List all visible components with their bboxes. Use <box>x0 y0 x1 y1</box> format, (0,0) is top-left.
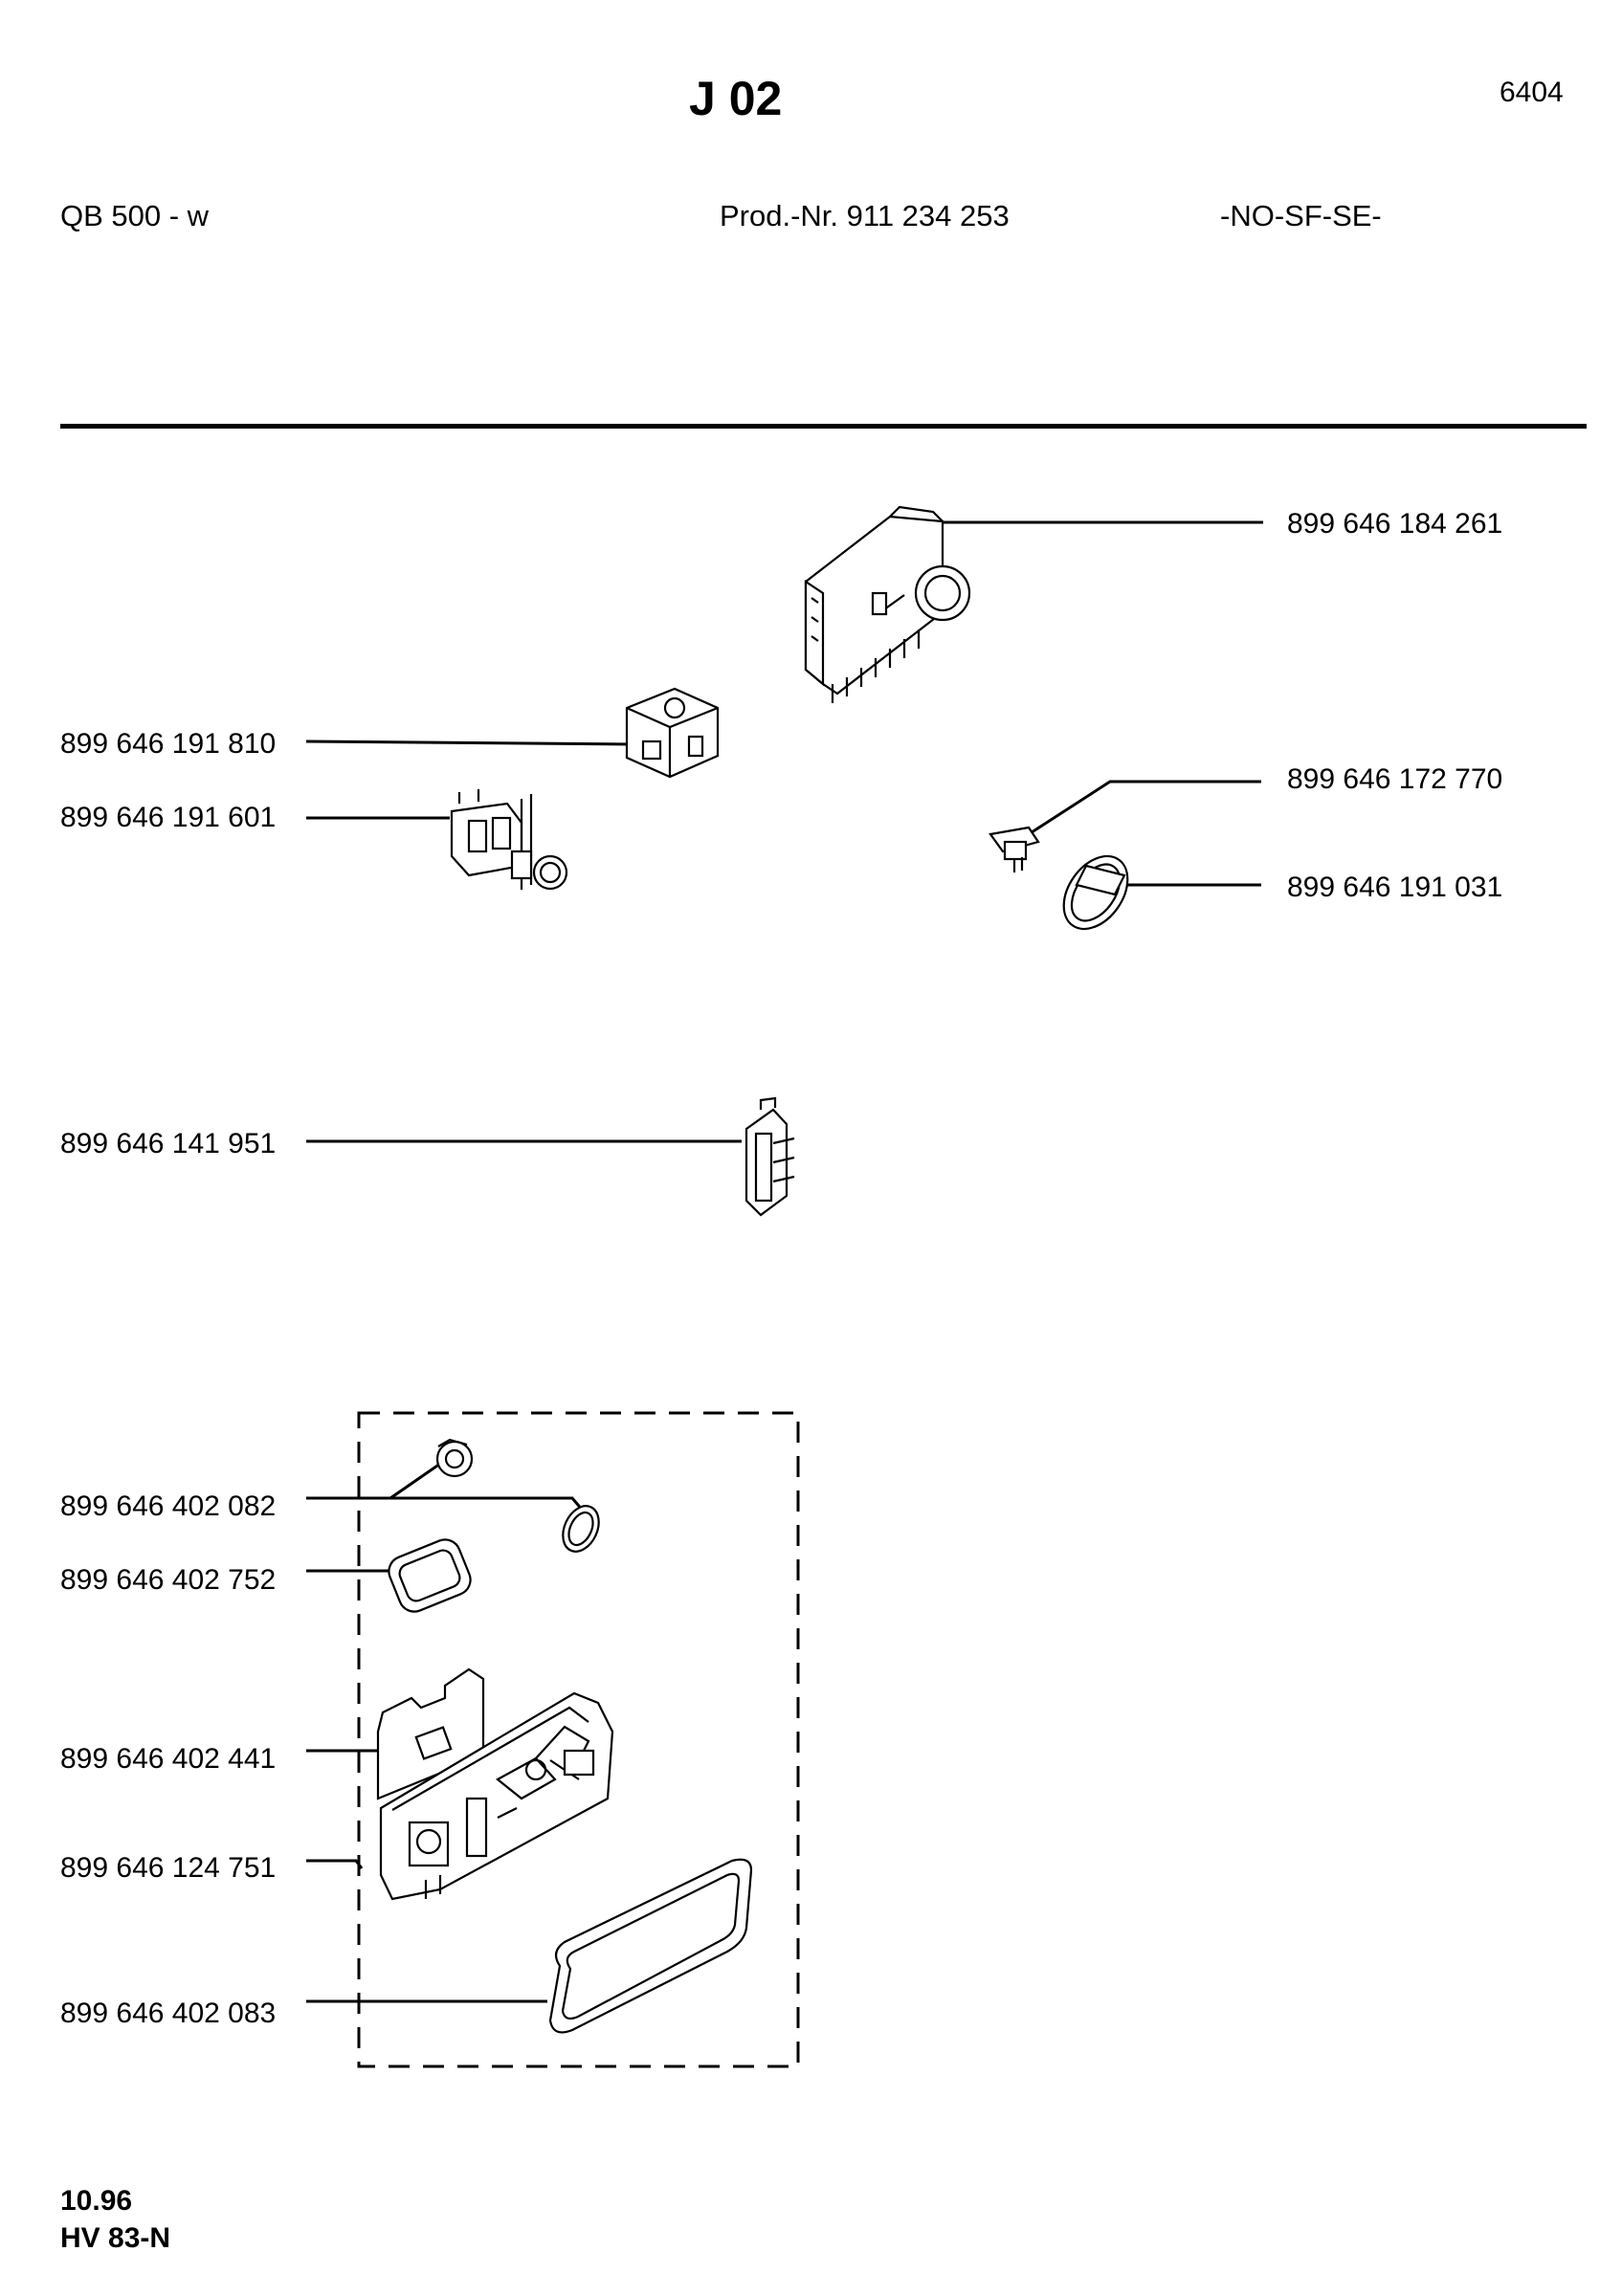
header-divider <box>60 424 1587 429</box>
door-switch-drawing <box>744 1096 795 1217</box>
selector-switch-drawing <box>625 687 720 779</box>
kit-boundary <box>357 1411 800 2068</box>
part-label-large-gasket: 899 646 402 083 <box>60 1998 277 2029</box>
part-label-dispenser-unit: 899 646 124 751 <box>60 1852 277 1884</box>
timer-drawing <box>804 505 971 703</box>
part-label-indicator-lamp: 899 646 172 770 <box>1287 763 1503 795</box>
part-label-small-gasket: 899 646 402 752 <box>60 1564 277 1596</box>
part-label-timer: 899 646 184 261 <box>1287 508 1503 540</box>
model-label: QB 500 - w <box>60 199 210 232</box>
cap-and-ring-drawing <box>435 1438 600 1553</box>
push-switch-drawing <box>450 789 568 891</box>
part-label-door-switch: 899 646 141 951 <box>60 1128 277 1159</box>
large-gasket-drawing <box>548 1858 753 2034</box>
part-label-selector-switch: 899 646 191 810 <box>60 728 277 760</box>
footer-code: HV 83-N <box>60 2222 171 2254</box>
indicator-lamp-drawing <box>989 826 1040 872</box>
part-label-dispenser-cover: 899 646 402 441 <box>60 1743 277 1775</box>
part-label-knob: 899 646 191 031 <box>1287 872 1503 903</box>
small-gasket-drawing <box>388 1538 472 1613</box>
region-code: -NO-SF-SE- <box>1220 199 1382 232</box>
part-label-cap-and-ring: 899 646 402 082 <box>60 1490 277 1522</box>
footer-date: 10.96 <box>60 2185 133 2217</box>
page-number: 6404 <box>1500 77 1564 108</box>
part-label-push-switch: 899 646 191 601 <box>60 802 277 833</box>
product-number: Prod.-Nr. 911 234 253 <box>720 199 1010 232</box>
dispenser-unit-drawing <box>379 1691 614 1901</box>
page-title: J 02 <box>689 72 783 125</box>
knob-drawing <box>1062 854 1129 931</box>
leader-lines <box>305 520 1263 2003</box>
